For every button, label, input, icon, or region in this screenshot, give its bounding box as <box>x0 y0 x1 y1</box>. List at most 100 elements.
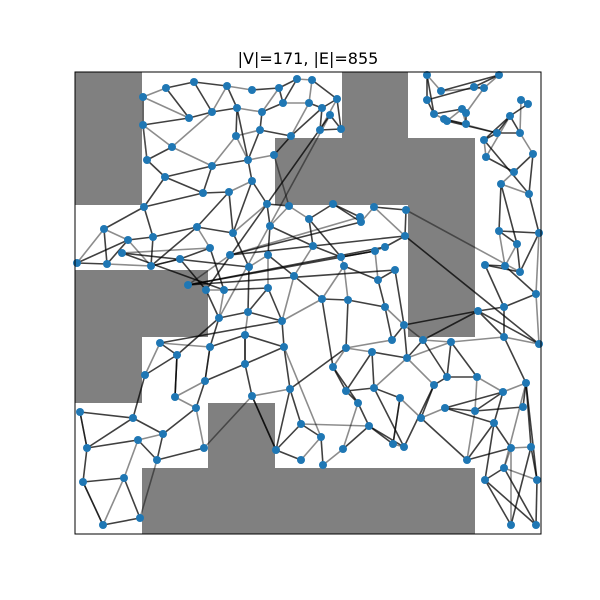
graph-node <box>527 443 535 451</box>
graph-node <box>199 189 207 197</box>
graph-edge <box>321 298 349 301</box>
graph-node <box>447 338 455 346</box>
graph-node <box>524 100 532 108</box>
graph-edge <box>79 411 88 449</box>
graph-edge <box>443 118 498 134</box>
graph-edge <box>474 406 524 412</box>
graph-node <box>480 84 488 92</box>
graph-edge <box>144 342 161 376</box>
graph-edge <box>342 425 370 450</box>
graph-node <box>381 243 389 251</box>
graph-edge <box>403 324 408 359</box>
graph-node <box>388 336 396 344</box>
graph-edge <box>179 258 207 291</box>
graph-node <box>500 303 508 311</box>
graph-edge <box>498 230 506 267</box>
graph-edge <box>142 96 190 119</box>
graph-node <box>500 333 508 341</box>
graph-edge <box>477 306 505 312</box>
graph-node <box>403 354 411 362</box>
graph-edge <box>106 263 152 267</box>
graph-node <box>309 242 317 250</box>
graph-node <box>535 340 543 348</box>
graph-edge <box>510 446 532 526</box>
graph-edge <box>251 87 280 91</box>
graph-node <box>535 229 543 237</box>
graph-node <box>389 440 397 448</box>
graph-edge <box>103 228 108 265</box>
plot-frame <box>74 71 542 535</box>
graph-edge <box>103 228 129 241</box>
graph-edge <box>150 236 154 267</box>
graph-node <box>513 240 521 248</box>
graph-edge <box>293 245 314 277</box>
graph-edge <box>345 347 373 353</box>
graph-edge <box>226 85 253 91</box>
graph-edge <box>247 287 269 313</box>
graph-node <box>470 83 478 91</box>
graph-node <box>286 385 294 393</box>
graph-node <box>437 87 445 95</box>
graph-node <box>200 444 208 452</box>
graph-node <box>500 464 508 472</box>
graph-node <box>400 321 408 329</box>
graph-edge <box>403 324 424 341</box>
graph-edge <box>102 517 141 526</box>
graph-node <box>161 173 169 181</box>
graph-edge <box>137 439 158 461</box>
obstacle-3 <box>275 138 475 205</box>
graph-edge <box>519 232 540 273</box>
graph-edge <box>403 310 479 326</box>
graph-node <box>241 360 249 368</box>
graph-edge <box>342 402 359 450</box>
graph-edge <box>226 85 238 109</box>
graph-node <box>278 317 286 325</box>
graph-edge <box>102 477 125 526</box>
graph-edge <box>535 293 540 345</box>
graph-edge <box>282 78 298 104</box>
graph-node <box>208 162 216 170</box>
graph-edge <box>503 467 537 526</box>
obstacles <box>75 72 475 534</box>
graph-node <box>493 129 501 137</box>
graph-edge <box>229 235 406 256</box>
graph-node <box>339 445 347 453</box>
graph-node <box>147 262 155 270</box>
graph-edge <box>244 346 285 365</box>
graph-edge <box>483 139 530 195</box>
obstacle-6 <box>75 337 142 403</box>
graph-node <box>318 295 326 303</box>
graph-node <box>507 444 515 452</box>
graph-node <box>206 244 214 252</box>
graph-node <box>263 200 271 208</box>
graph-edge <box>211 107 238 113</box>
graph-node <box>463 456 471 464</box>
graph-node <box>134 436 142 444</box>
graph-node <box>248 177 256 185</box>
graph-edge <box>345 351 373 392</box>
obstacle-7 <box>208 403 275 468</box>
graph-node <box>481 261 489 269</box>
graph-edge <box>444 391 504 409</box>
graph-edge <box>484 479 537 526</box>
graph-edge <box>269 205 290 227</box>
graph-edge <box>321 265 345 300</box>
chart-title: |V|=171, |E|=855 <box>238 49 379 68</box>
graph-node <box>495 71 503 79</box>
graph-edge <box>218 289 225 319</box>
graph-node <box>275 84 283 92</box>
graph-node <box>458 105 466 113</box>
graph-node <box>342 344 350 352</box>
graph-edge <box>132 417 164 435</box>
graph-edge <box>273 154 290 207</box>
obstacle-2 <box>342 72 408 138</box>
graph-edge <box>193 81 213 113</box>
graph-edge <box>322 448 344 466</box>
graph-edge <box>203 395 253 449</box>
graph-node <box>202 286 210 294</box>
graph-edge <box>76 228 105 264</box>
graph-node <box>208 108 216 116</box>
graph-node <box>220 286 228 294</box>
graph-edge <box>247 154 275 161</box>
graph-edge <box>196 191 230 228</box>
